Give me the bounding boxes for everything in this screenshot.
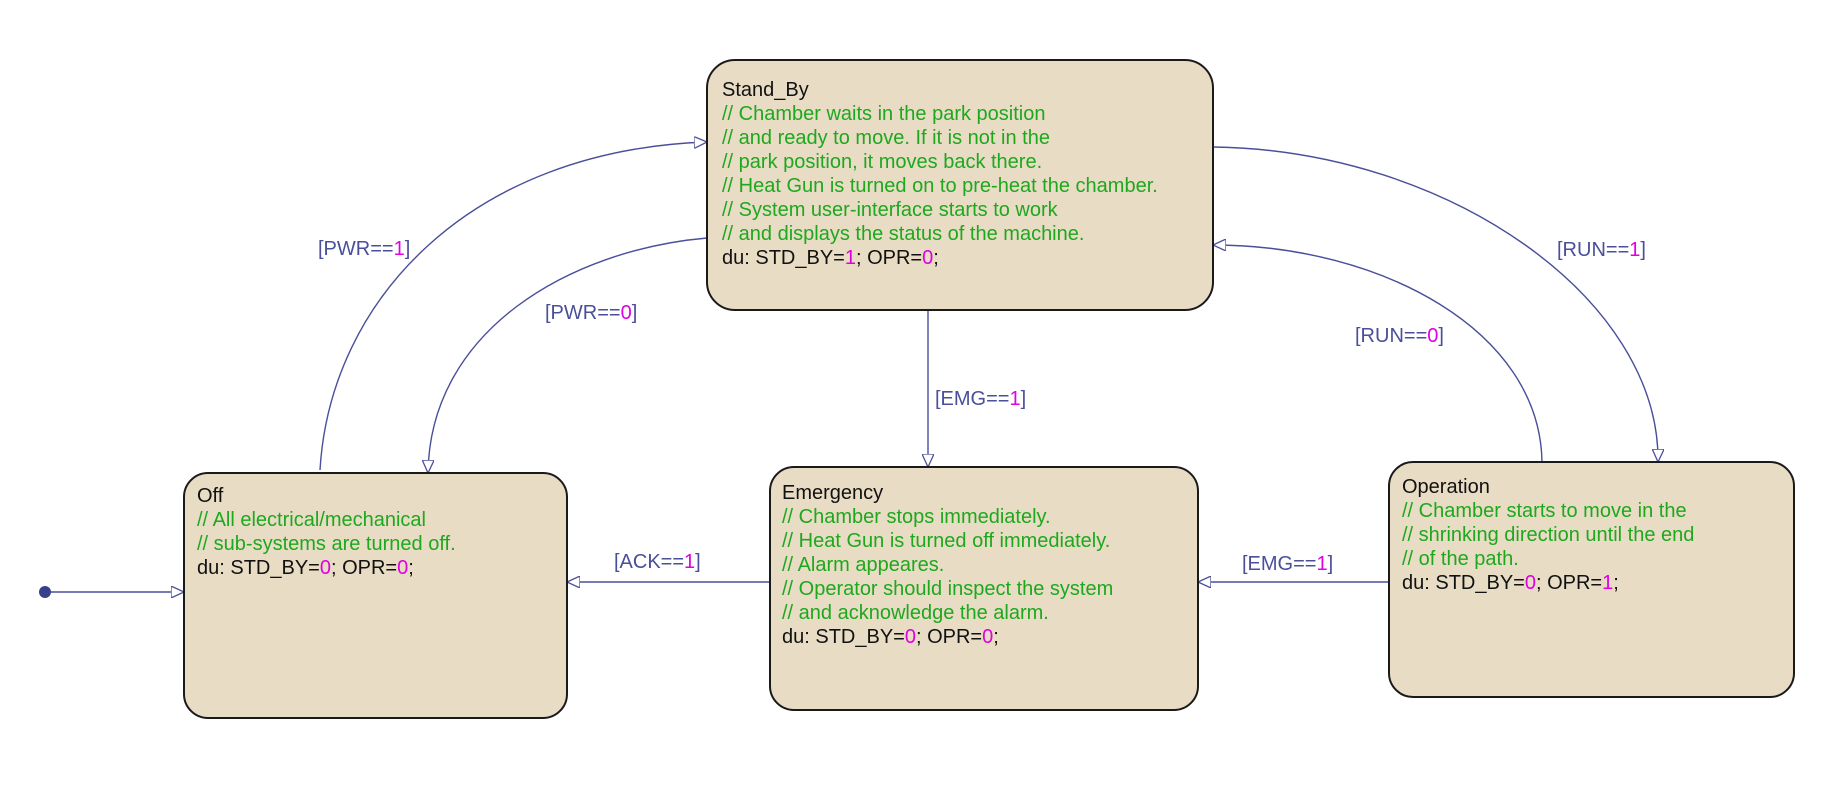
state-comment: // Operator should inspect the system (782, 578, 1113, 600)
state-name: Off (197, 485, 224, 507)
label-run-off[interactable]: [RUN==0] (1355, 325, 1444, 347)
operation-text: Operation // Chamber starts to move in t… (1402, 476, 1700, 594)
state-comment: // of the path. (1402, 548, 1519, 570)
state-name: Stand_By (722, 79, 809, 101)
state-comment: // Chamber starts to move in the (1402, 500, 1687, 522)
state-comment: // and acknowledge the alarm. (782, 602, 1049, 624)
label-emg-operation[interactable]: [EMG==1] (1242, 553, 1333, 575)
label-pwr-on[interactable]: [PWR==1] (318, 238, 410, 260)
state-comment: // Heat Gun is turned off immediately. (782, 530, 1110, 552)
state-comment: // Chamber waits in the park position (722, 103, 1046, 125)
state-comment: // park position, it moves back there. (722, 151, 1042, 173)
state-action: du: STD_BY=1; OPR=0; (722, 247, 939, 269)
state-emergency[interactable]: Emergency // Chamber stops immediately. … (769, 466, 1199, 711)
label-ack[interactable]: [ACK==1] (614, 551, 701, 573)
stand-by-text: Stand_By // Chamber waits in the park po… (722, 79, 1163, 269)
state-comment: // System user-interface starts to work (722, 199, 1059, 221)
state-off[interactable]: Off // All electrical/mechanical // sub-… (183, 472, 568, 719)
transition-standby-to-off[interactable] (428, 237, 708, 473)
state-comment: // and ready to move. If it is not in th… (722, 127, 1050, 149)
label-emg-standby[interactable]: [EMG==1] (935, 388, 1026, 410)
state-comment: // Heat Gun is turned on to pre-heat the… (722, 175, 1158, 197)
state-box-stand-by[interactable] (706, 59, 1214, 311)
state-box-emergency[interactable] (769, 466, 1199, 711)
state-box-operation[interactable] (1388, 461, 1795, 698)
label-pwr-off[interactable]: [PWR==0] (545, 302, 637, 324)
transition-standby-to-operation[interactable] (1212, 146, 1658, 462)
transition-off-to-standby[interactable] (319, 142, 707, 471)
state-operation[interactable]: Operation // Chamber starts to move in t… (1388, 461, 1795, 698)
transition-operation-to-standby[interactable] (1213, 245, 1543, 463)
state-stand-by[interactable]: Stand_By // Chamber waits in the park po… (706, 59, 1214, 311)
state-comment: // shrinking direction until the end (1402, 524, 1694, 546)
state-comment: // All electrical/mechanical (197, 509, 426, 531)
state-comment: // and displays the status of the machin… (722, 223, 1084, 245)
state-comment: // Alarm appeares. (782, 554, 944, 576)
state-name: Operation (1402, 476, 1490, 498)
state-name: Emergency (782, 482, 883, 504)
off-text: Off // All electrical/mechanical // sub-… (197, 485, 461, 579)
state-action: du: STD_BY=0; OPR=0; (197, 557, 414, 579)
state-action: du: STD_BY=0; OPR=1; (1402, 572, 1619, 594)
initial-state-dot (39, 586, 51, 598)
state-comment: // sub-systems are turned off. (197, 533, 456, 555)
emergency-text: Emergency // Chamber stops immediately. … (782, 482, 1119, 648)
state-comment: // Chamber stops immediately. (782, 506, 1051, 528)
state-action: du: STD_BY=0; OPR=0; (782, 626, 999, 648)
state-box-off[interactable] (183, 472, 568, 719)
label-run-on[interactable]: [RUN==1] (1557, 239, 1646, 261)
